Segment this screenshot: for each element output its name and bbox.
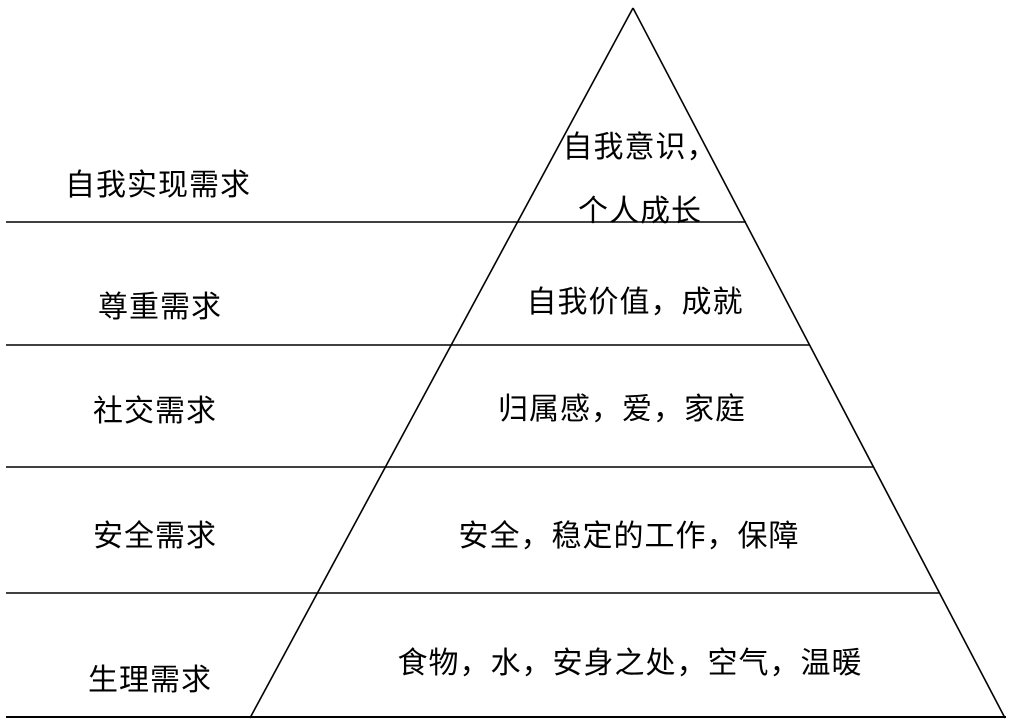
level-content-self-actualization-line-2: 个人成长 <box>578 195 702 228</box>
level-label-self-actualization: 自我实现需求 <box>65 169 251 202</box>
triangle-right-edge <box>632 7 1006 719</box>
level-content-self-actualization: 自我意识， 个人成长 <box>563 116 718 244</box>
level-label-social: 社交需求 <box>93 395 217 428</box>
level-content-physiological: 食物，水，安身之处，空气，温暖 <box>397 647 863 680</box>
level-content-esteem: 自我价值，成就 <box>526 286 744 319</box>
level-content-safety: 安全，稳定的工作，保障 <box>458 520 800 553</box>
level-content-social: 归属感，爱，家庭 <box>498 393 746 426</box>
level-label-physiological: 生理需求 <box>88 664 212 697</box>
level-label-safety: 安全需求 <box>93 520 217 553</box>
triangle-left-edge <box>249 7 634 719</box>
level-label-esteem: 尊重需求 <box>98 291 222 324</box>
level-content-self-actualization-line-1: 自我意识， <box>562 131 718 164</box>
